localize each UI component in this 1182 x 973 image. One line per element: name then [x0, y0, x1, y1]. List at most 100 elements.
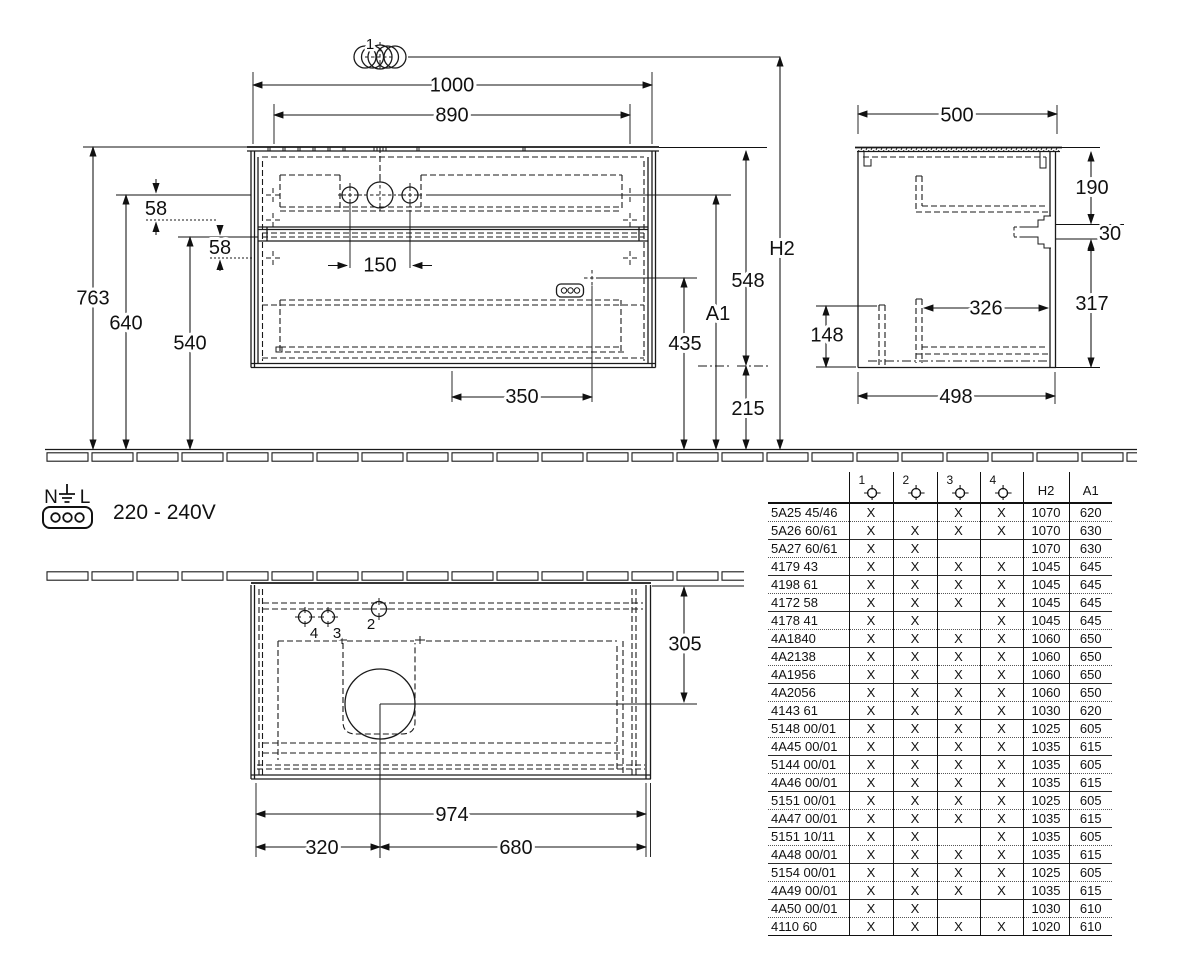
- model-cell: 4A46 00/01: [768, 773, 849, 792]
- hole-mark-cell: X: [848, 503, 893, 522]
- value-cell: 1070: [1022, 539, 1069, 558]
- table-header-a1: A1: [1068, 472, 1112, 504]
- hole-mark-cell: [936, 539, 980, 558]
- tap-hole-group-label: 1: [366, 36, 374, 53]
- model-cell: 4A50 00/01: [768, 899, 849, 918]
- hole-mark-cell: X: [892, 917, 937, 936]
- model-cell: 5A26 60/61: [768, 521, 849, 540]
- model-cell: 5A25 45/46: [771, 504, 838, 520]
- model-cell: 4A47 00/01: [768, 809, 849, 828]
- value-cell: 1035: [1022, 845, 1069, 864]
- value-cell: 1025: [1022, 863, 1069, 882]
- model-cell: 4A1956: [768, 665, 849, 684]
- hole-mark-cell: X: [892, 593, 937, 612]
- hole-mark-cell: [979, 899, 1023, 918]
- hole-mark-cell: X: [848, 593, 893, 612]
- hole-mark-cell: X: [979, 647, 1023, 666]
- value-cell: 650: [1068, 647, 1112, 666]
- drill-hole-icon: [295, 607, 315, 627]
- dim-side-190: 190: [1075, 177, 1108, 199]
- plan-hidden-lines: [257, 589, 645, 776]
- side-view: 500 498 190 30 317 326 148: [807, 102, 1124, 412]
- drill-hole-icon: [951, 485, 969, 500]
- value-cell: 615: [1068, 737, 1112, 756]
- model-cell: 4A2138: [768, 647, 849, 666]
- front-cabinet-outline: [247, 146, 659, 369]
- model-cell: 5A27 60/61: [768, 539, 849, 558]
- value-cell: 1060: [1022, 647, 1069, 666]
- model-cell: 4A1840: [768, 629, 849, 648]
- table-header-row: 1 2 3: [768, 472, 1112, 504]
- dim-socket-offset-350: 350: [505, 386, 538, 408]
- hole-mark-cell: X: [848, 719, 893, 738]
- value-cell: 630: [1068, 539, 1112, 558]
- hole-mark-cell: X: [892, 683, 937, 702]
- dim-plan-width-974: 974: [435, 804, 468, 826]
- dim-plan-depth-305: 305: [668, 634, 701, 656]
- hole-mark-cell: X: [979, 845, 1023, 864]
- hole-mark-cell: X: [936, 809, 980, 828]
- model-cell: 4172 58: [768, 593, 849, 612]
- hole-mark-cell: X: [848, 521, 893, 540]
- hole-mark-cell: [936, 899, 980, 918]
- hole-mark-cell: X: [848, 845, 893, 864]
- value-cell: 1045: [1022, 593, 1069, 612]
- dim-label-h2: H2: [769, 238, 795, 260]
- value-cell: 1030: [1022, 701, 1069, 720]
- tap-hole-group-icon: [353, 42, 407, 72]
- basin-drain-circle: [344, 668, 697, 858]
- hole-mark-cell: [979, 539, 1023, 558]
- value-cell: 605: [1068, 791, 1112, 810]
- model-cell: 5148 00/01: [768, 719, 849, 738]
- hole-mark-cell: X: [979, 827, 1023, 846]
- hole-mark-cell: X: [848, 557, 893, 576]
- dim-side-317: 317: [1075, 293, 1108, 315]
- hole-mark-cell: X: [848, 881, 893, 900]
- hole-mark-cell: X: [892, 647, 937, 666]
- dim-height-763: 763: [76, 288, 109, 310]
- hole-mark-cell: X: [936, 917, 980, 936]
- power-connection-symbol: N L 220 - 240V: [41, 484, 219, 529]
- dim-offset-58a: 58: [145, 198, 167, 220]
- value-cell: 1060: [1022, 629, 1069, 648]
- hole-mark-cell: X: [848, 539, 893, 558]
- wall-tiles: [46, 571, 744, 581]
- value-cell: 1045: [1022, 557, 1069, 576]
- model-cell: 4179 43: [768, 557, 849, 576]
- plan-view: 305 974 320 680 2 3 4: [46, 571, 744, 862]
- value-cell: 1025: [1022, 791, 1069, 810]
- hole-1-number: 1: [858, 473, 866, 487]
- table-header-hole-3: 3: [936, 472, 980, 504]
- plan-hole-label-3: 3: [333, 625, 341, 642]
- hole-mark-cell: X: [892, 845, 937, 864]
- hole-mark-cell: X: [848, 647, 893, 666]
- value-cell: 645: [1068, 593, 1112, 612]
- dim-height-548: 548: [731, 270, 764, 292]
- value-cell: 615: [1068, 773, 1112, 792]
- hole-mark-cell: X: [936, 719, 980, 738]
- hole-3-number: 3: [946, 473, 954, 487]
- model-cell: 4A48 00/01: [768, 845, 849, 864]
- hole-mark-cell: X: [848, 737, 893, 756]
- dim-label-a1: A1: [706, 303, 730, 325]
- hole-mark-cell: X: [892, 737, 937, 756]
- dim-side-depth-500: 500: [940, 105, 973, 127]
- dim-plan-320: 320: [305, 837, 338, 859]
- hole-mark-cell: X: [936, 503, 980, 522]
- model-cell: 5144 00/01: [768, 755, 849, 774]
- dim-side-30: 30: [1099, 223, 1121, 245]
- value-cell: 1025: [1022, 719, 1069, 738]
- hole-mark-cell: X: [979, 593, 1023, 612]
- value-cell: 1070: [1022, 503, 1069, 522]
- hole-2-number: 2: [902, 473, 910, 487]
